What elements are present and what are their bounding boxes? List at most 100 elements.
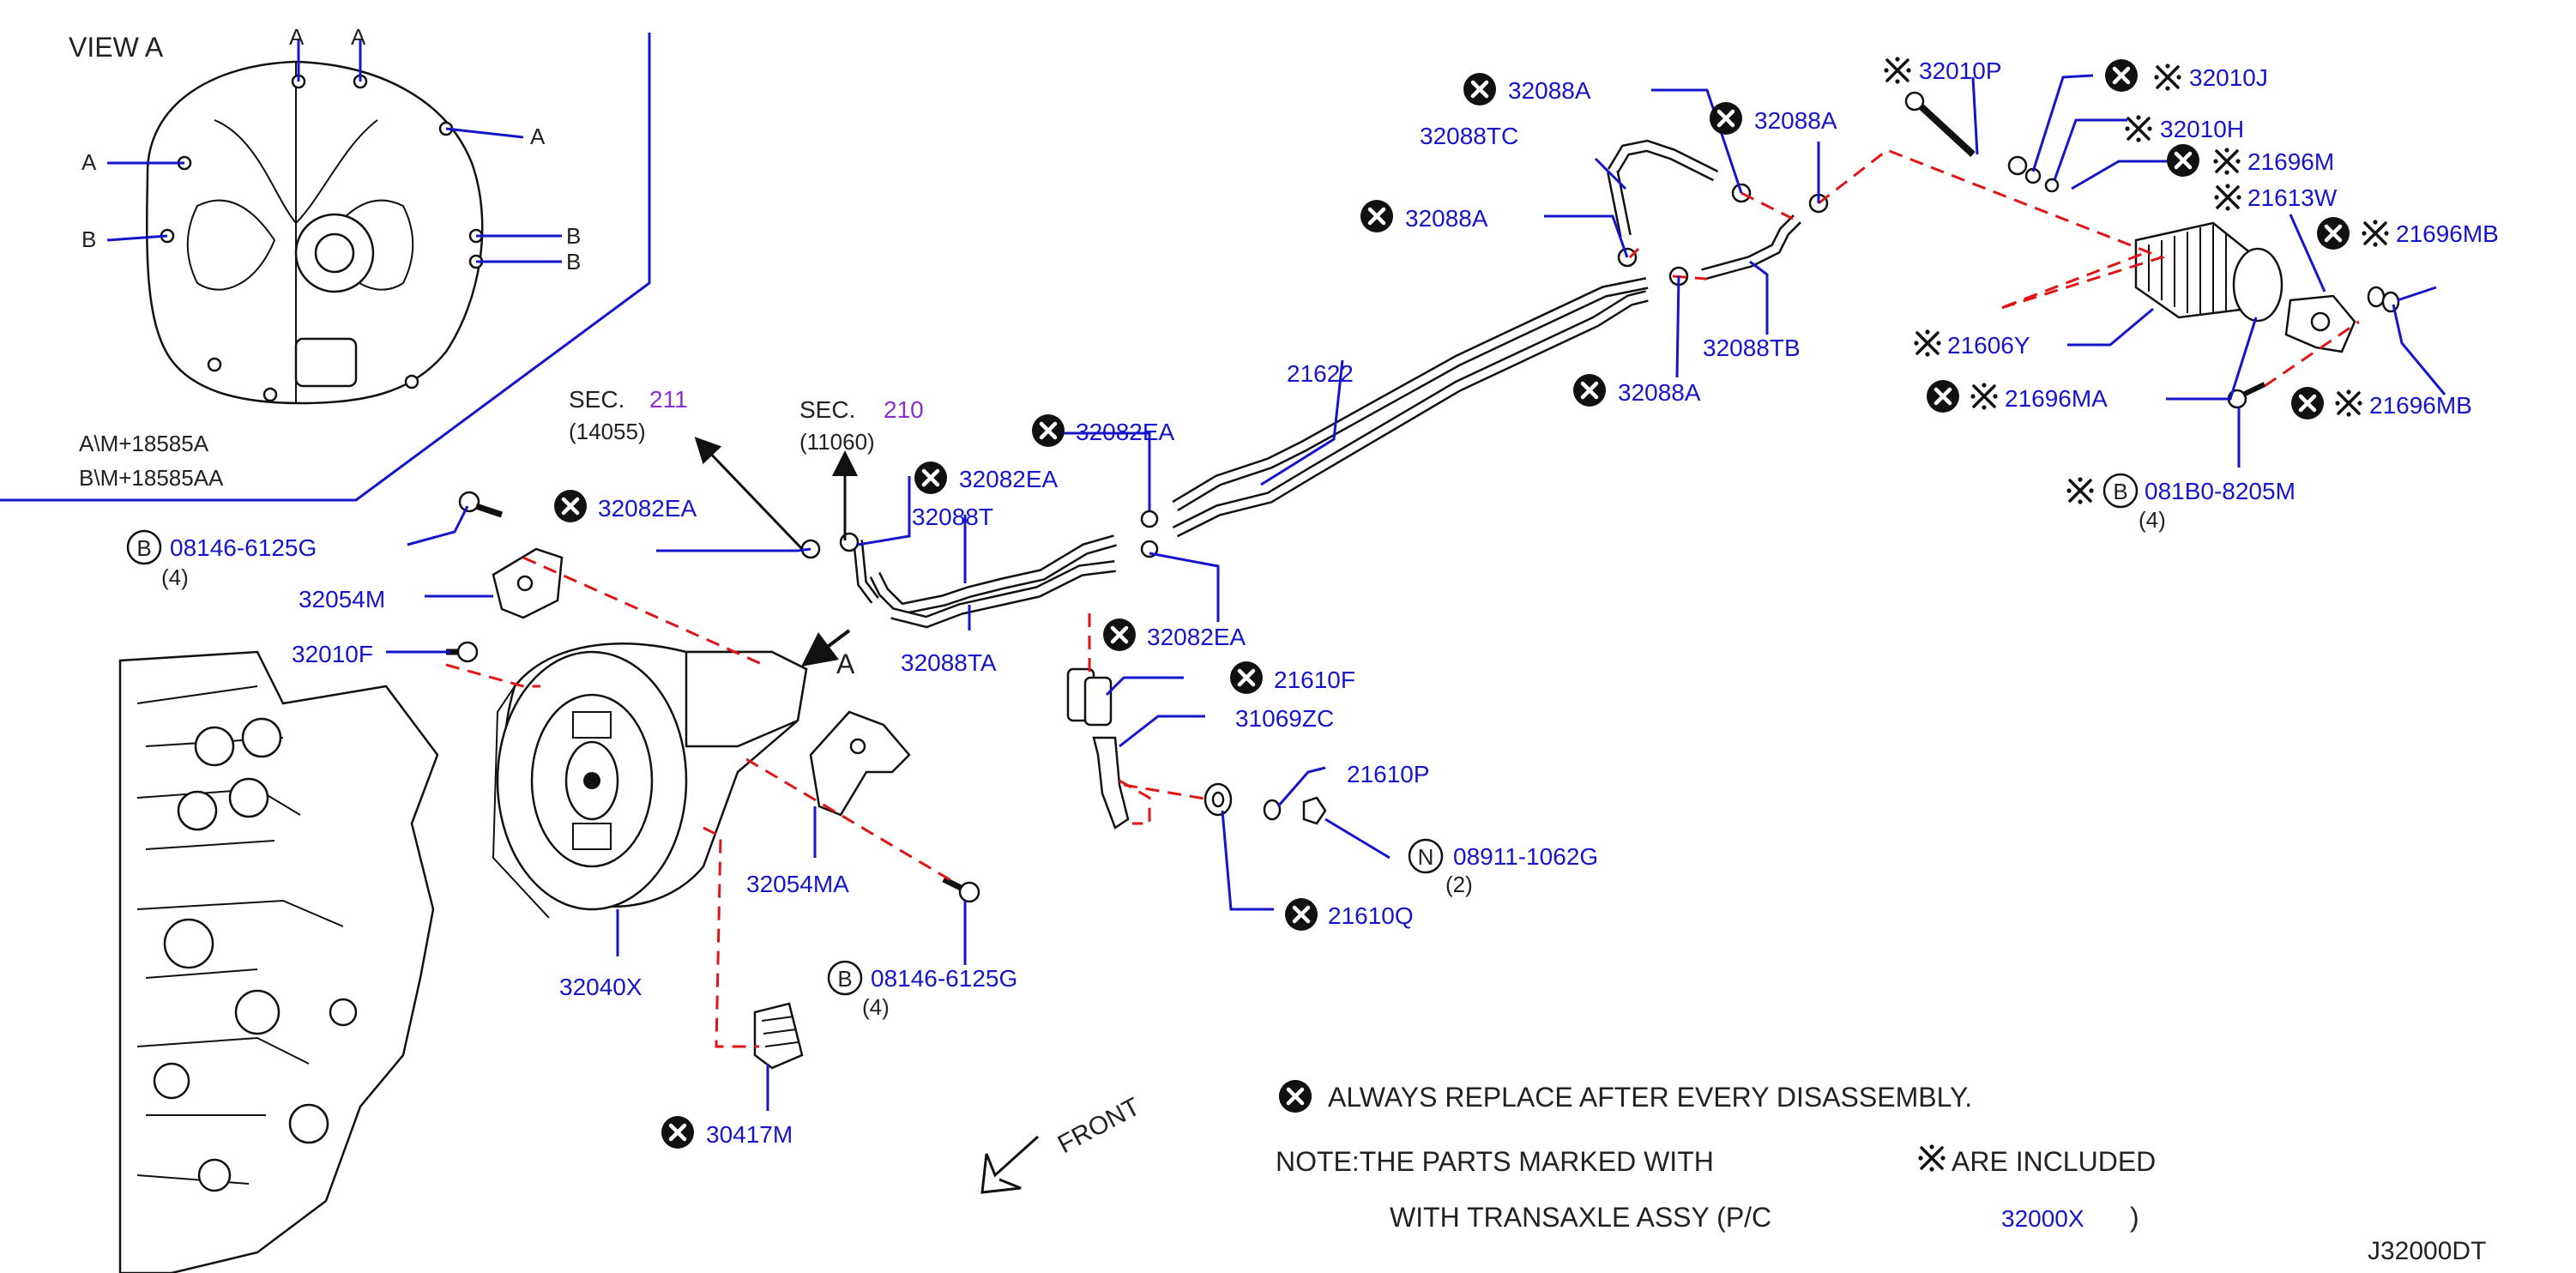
label-32088a: 32088A: [1618, 379, 1701, 406]
view-a-frame: [0, 33, 651, 502]
label-32088ta: 32088TA: [901, 649, 997, 676]
view-a-inset: VIEW A A A A A B B B A\M+18585A B\M+1858…: [0, 24, 651, 502]
label-32082ea: 32082EA: [598, 495, 697, 522]
circle-b-label: B: [837, 966, 852, 992]
included-mark-icon: [2065, 475, 2096, 506]
mount-21610: [1204, 782, 1327, 825]
replace-mark-icon: [2317, 217, 2350, 250]
sec211-arrow: [694, 437, 804, 551]
replace-mark-icon: [2167, 144, 2199, 177]
included-mark-icon: [2333, 388, 2364, 419]
replace-mark-icon: [1032, 414, 1065, 447]
replace-mark-icon: [1230, 661, 1263, 694]
diagram-id: J32000DT: [2368, 1237, 2486, 1265]
cooler-pipes: [853, 139, 1801, 629]
label-21610q: 21610Q: [1328, 902, 1414, 929]
replace-mark-icon: [1927, 380, 1959, 413]
included-mark-icon: [2123, 113, 2154, 144]
label-32010f: 32010F: [292, 641, 373, 667]
replace-mark-icon: [2105, 59, 2138, 92]
view-a-leaders: [106, 39, 562, 263]
bolt-08146-bottom: [942, 876, 980, 903]
marker-b-3: B: [566, 249, 581, 275]
qty-08146-bottom: (4): [862, 994, 890, 1020]
label-21696mb: 21696MB: [2369, 392, 2472, 419]
sec-label: SEC.: [799, 396, 855, 423]
view-a-arrow: [801, 629, 851, 667]
sec-number: 210: [884, 396, 924, 423]
note-always-replace: ALWAYS REPLACE AFTER EVERY DISASSEMBLY.: [1328, 1082, 1972, 1113]
label-21610p: 21610P: [1347, 761, 1430, 787]
label-32040x: 32040X: [559, 974, 642, 1000]
marker-b-1: B: [81, 226, 96, 252]
sec-code: (14055): [569, 419, 646, 444]
sec-label: SEC.: [569, 386, 624, 413]
front-label: FRONT: [1053, 1093, 1145, 1160]
marker-b-2: B: [566, 223, 581, 249]
front-arrow-icon: [980, 1135, 1040, 1194]
label-32054ma: 32054MA: [746, 871, 849, 897]
replace-mark-icon: [554, 490, 587, 522]
engine-block: [118, 650, 439, 1273]
note-with-transaxle: WITH TRANSAXLE ASSY (P/C: [1390, 1202, 1771, 1233]
window-left: [186, 199, 276, 291]
circle-b-label: B: [136, 535, 151, 561]
label-32088tc: 32088TC: [1420, 123, 1518, 149]
label-21696ma: 21696MA: [2005, 385, 2108, 412]
oil-cooler: [1904, 91, 2400, 409]
label-30417m: 30417M: [706, 1121, 793, 1148]
replace-mark-icon: [2291, 387, 2324, 419]
label-08911-1062g: 08911-1062G: [1453, 843, 1598, 870]
marker-a-1: A: [289, 24, 305, 50]
marker-a-4: A: [81, 149, 97, 175]
sec-number: 211: [649, 386, 688, 413]
included-mark-icon: [2360, 218, 2391, 249]
note-included: ARE INCLUDED: [1952, 1146, 2156, 1177]
legend-b: B\M+18585AA: [79, 465, 224, 491]
view-title: VIEW A: [69, 32, 164, 63]
replace-mark-icon: [1103, 618, 1136, 651]
label-21622: 21622: [1287, 360, 1354, 387]
label-32082ea: 32082EA: [1147, 624, 1246, 650]
notes: ALWAYS REPLACE AFTER EVERY DISASSEMBLY. …: [1276, 1080, 2486, 1265]
included-mark-icon: [2152, 62, 2183, 93]
label-32088a: 32088A: [1405, 205, 1488, 232]
label-21610f: 21610F: [1274, 667, 1355, 693]
qty-081b0: (4): [2139, 507, 2166, 533]
label-08146-6125g: 08146-6125G: [170, 534, 317, 561]
section-references: SEC. 211 (14055) SEC. 210 (11060): [569, 386, 924, 455]
leader-lines: [386, 74, 2446, 1111]
replace-mark-icon: [1710, 102, 1742, 135]
label-32088tb: 32088TB: [1703, 335, 1801, 361]
circle-n-label: N: [1418, 844, 1434, 870]
label-32010p: 32010P: [1919, 57, 2002, 84]
included-mark-icon: [1969, 381, 2000, 412]
label-32054m: 32054M: [299, 586, 385, 612]
included-mark-icons: [1882, 55, 2391, 1173]
label-21696m: 21696M: [2247, 148, 2334, 175]
legend-a: A\M+18585A: [79, 431, 209, 456]
note-pc-number: 32000X: [2001, 1205, 2084, 1232]
label-32088a: 32088A: [1754, 107, 1837, 134]
bracket-31069zc: [1066, 667, 1130, 830]
label-31069zc: 31069ZC: [1235, 705, 1334, 732]
replace-mark-icon: [1463, 73, 1496, 106]
label-21606y: 21606Y: [1947, 332, 2030, 359]
included-mark-icon: [1882, 55, 1913, 86]
label-081b0-8205m: 081B0-8205M: [2145, 478, 2295, 504]
qty-08146-top: (4): [161, 564, 189, 590]
included-mark-icon: [1916, 1143, 1947, 1173]
included-mark-icon: [2211, 146, 2242, 177]
label-32088a: 32088A: [1508, 77, 1591, 104]
replace-mark-icon: [914, 462, 947, 494]
lower-window: [294, 337, 358, 388]
replace-mark-icon: [661, 1116, 694, 1149]
marker-a-3: A: [530, 124, 546, 149]
label-08146-6125g: 08146-6125G: [871, 965, 1017, 992]
part-30417m: [753, 1002, 804, 1070]
included-mark-icon: [1912, 328, 1943, 359]
circle-b-label: B: [2113, 479, 2127, 504]
label-32088t: 32088T: [912, 504, 993, 530]
label-32010j: 32010J: [2189, 64, 2268, 91]
bracket-32054ma: [809, 710, 911, 817]
